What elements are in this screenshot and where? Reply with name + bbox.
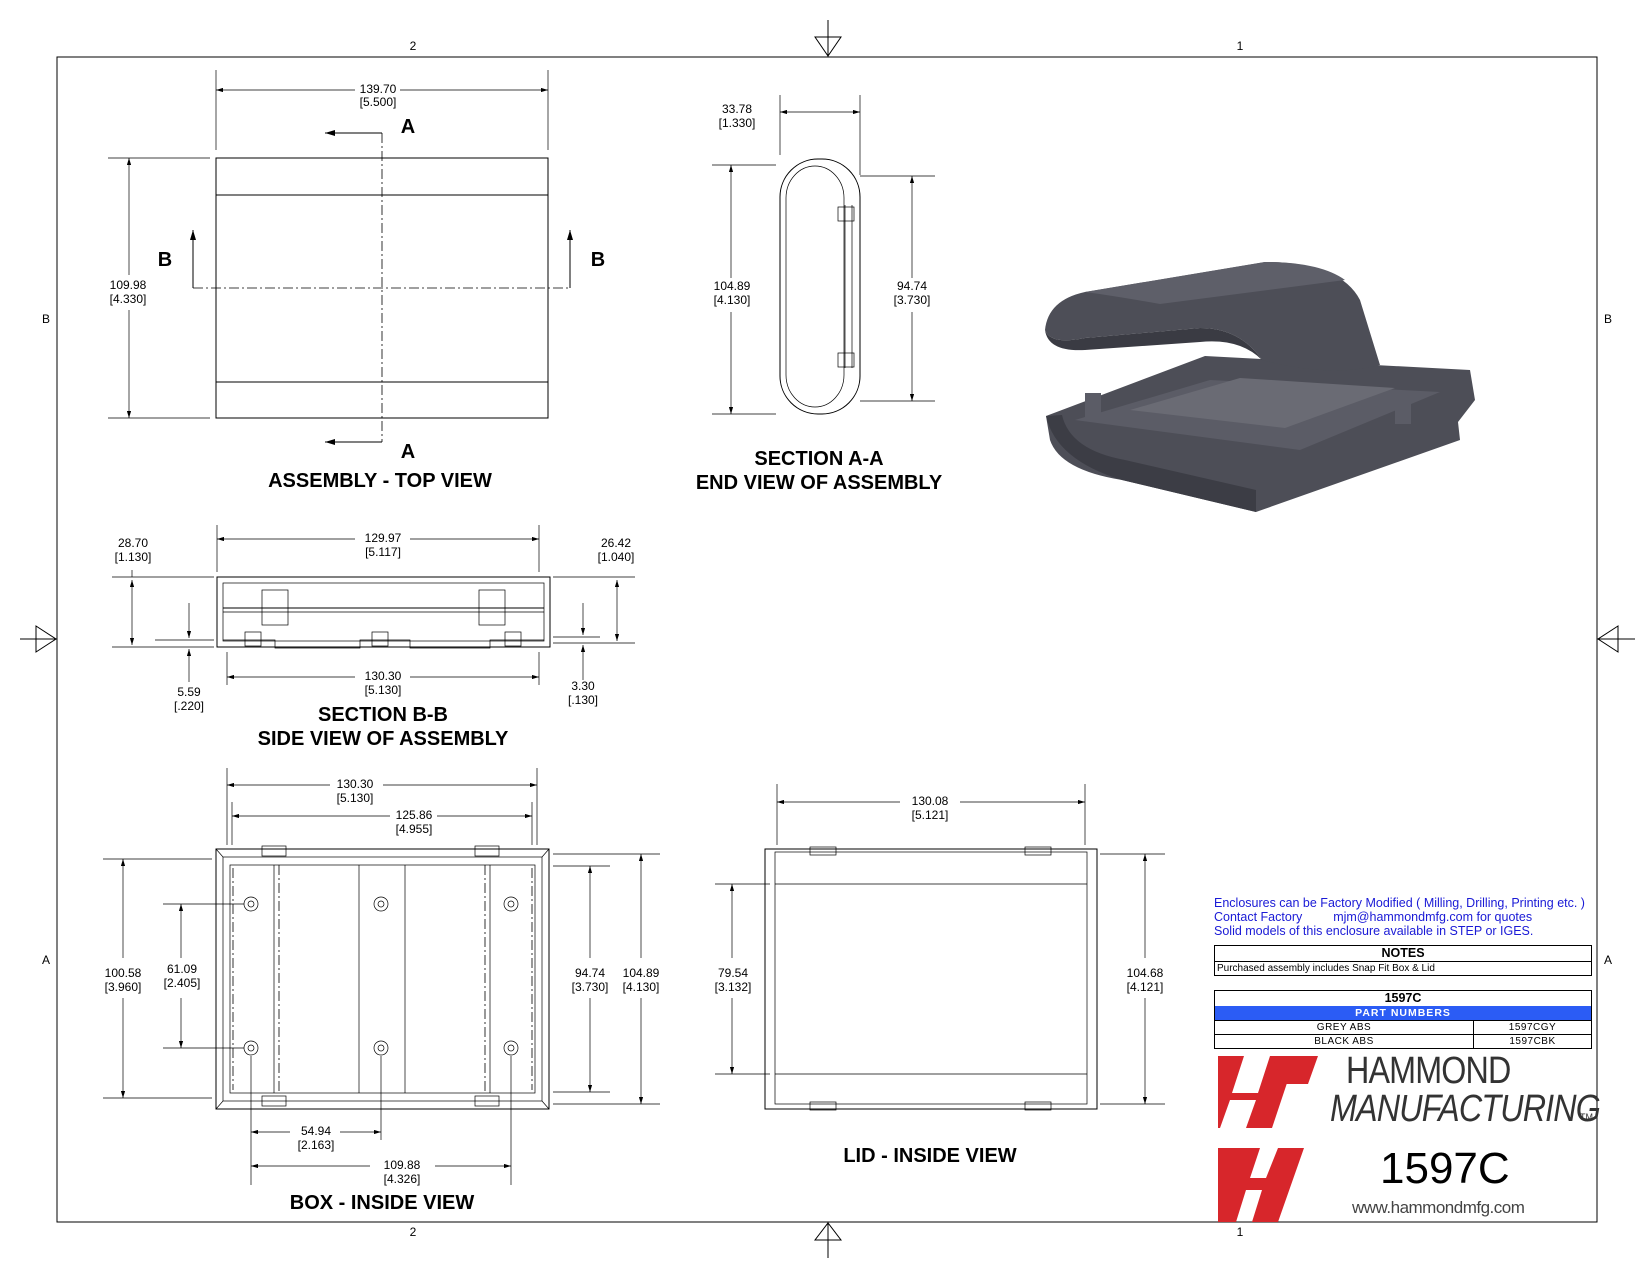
enclosure-3d-render [1045, 262, 1475, 512]
part-row-black: BLACK ABS 1597CBK [1215, 1034, 1591, 1048]
section-bb-title: SECTION B-B [318, 704, 448, 726]
lid-outer-h-in: [4.121] [1127, 980, 1164, 994]
zone-bottom-2: 2 [410, 1225, 417, 1239]
lid-width-in: [5.121] [912, 808, 949, 822]
zone-right-b: B [1604, 312, 1612, 326]
zone-left-a: A [42, 953, 50, 967]
contact-factory-label: Contact Factory [1214, 910, 1303, 924]
top-width-mm: 139.70 [360, 82, 397, 96]
zone-top-1: 1 [1237, 39, 1244, 53]
box-boss-h-in: [2.163] [298, 1138, 335, 1152]
part-number: 1597CBK [1509, 1036, 1556, 1047]
lid-width-mm: 130.08 [912, 794, 949, 808]
box-boss-v-in: [2.405] [164, 976, 201, 990]
box-outer-w-mm: 130.30 [337, 777, 374, 791]
note-line-1: Enclosures can be Factory Modified ( Mil… [1214, 896, 1585, 910]
part-numbers-header: PART NUMBERS [1215, 1006, 1591, 1020]
box-inner-h-mm: 94.74 [575, 966, 605, 980]
bb-bottom-mm: 130.30 [365, 669, 402, 683]
section-label-a-top: A [401, 116, 415, 138]
bb-top-mm: 129.97 [365, 531, 402, 545]
box-boss-h-mm: 54.94 [301, 1124, 331, 1138]
lid-inside-view [715, 784, 1165, 1111]
zone-top-2: 2 [410, 39, 417, 53]
section-label-b-left: B [158, 249, 172, 271]
top-height-in: [4.330] [110, 292, 147, 306]
zone-bottom-1: 1 [1237, 1225, 1244, 1239]
center-mark-bottom [813, 1222, 843, 1258]
box-full-h-in: [4.130] [623, 980, 660, 994]
bb-left-h-in: [1.130] [115, 550, 152, 564]
box-boss-span-mm: 109.88 [384, 1158, 421, 1172]
bb-lip-mm: 3.30 [571, 679, 595, 693]
hammond-logo [1218, 1056, 1318, 1222]
lid-inner-h-in: [3.132] [715, 980, 752, 994]
brand-name-line1: HAMMOND [1346, 1050, 1511, 1092]
box-boss-v-mm: 61.09 [167, 962, 197, 976]
model-header: 1597C [1384, 991, 1422, 1005]
lid-inner-h-mm: 79.54 [718, 966, 748, 980]
bb-right-h-in: [1.040] [598, 550, 635, 564]
box-outer-h-mm: 100.58 [105, 966, 142, 980]
box-view-title: BOX - INSIDE VIEW [290, 1192, 475, 1214]
bb-bottom-in: [5.130] [365, 683, 402, 697]
section-bb-subtitle: SIDE VIEW OF ASSEMBLY [258, 728, 509, 750]
section-aa-subtitle: END VIEW OF ASSEMBLY [696, 472, 943, 494]
box-full-h-mm: 104.89 [623, 966, 660, 980]
brand-name-line2: MANUFACTURING [1330, 1088, 1601, 1130]
box-inside-view [103, 768, 660, 1185]
bb-lip-in: [.130] [568, 693, 598, 707]
website-url[interactable]: www.hammondmfg.com [1352, 1198, 1525, 1217]
box-inner-w-in: [4.955] [396, 822, 433, 836]
center-mark-top [814, 20, 842, 57]
model-number: 1597C [1380, 1144, 1510, 1193]
center-mark-right [1597, 625, 1635, 653]
bb-right-h-mm: 26.42 [601, 536, 631, 550]
trademark-mark: TM [1580, 1112, 1593, 1122]
assembly-top-view [108, 70, 573, 445]
bb-base-in: [.220] [174, 699, 204, 713]
factory-notes: Enclosures can be Factory Modified ( Mil… [1214, 896, 1585, 938]
box-outer-h-in: [3.960] [105, 980, 142, 994]
top-height-mm: 109.98 [110, 278, 147, 292]
box-outer-w-in: [5.130] [337, 791, 374, 805]
bb-left-h-mm: 28.70 [118, 536, 148, 550]
center-mark-left [20, 625, 57, 653]
notes-table: NOTES Purchased assembly includes Snap F… [1214, 945, 1592, 976]
part-numbers-table: 1597C PART NUMBERS GREY ABS 1597CGY BLAC… [1214, 990, 1592, 1049]
bb-base-mm: 5.59 [177, 685, 201, 699]
part-material: GREY ABS [1215, 1021, 1474, 1034]
zone-left-b: B [42, 312, 50, 326]
part-material: BLACK ABS [1215, 1035, 1474, 1048]
section-label-a-bottom: A [401, 441, 415, 463]
part-row-grey: GREY ABS 1597CGY [1215, 1020, 1591, 1034]
aa-depth-mm: 33.78 [722, 102, 752, 116]
section-label-b-right: B [591, 249, 605, 271]
aa-inner-in: [3.730] [894, 293, 931, 307]
section-aa-title: SECTION A-A [754, 448, 883, 470]
notes-row: Purchased assembly includes Snap Fit Box… [1217, 963, 1435, 974]
aa-outer-mm: 104.89 [714, 279, 751, 293]
notes-header: NOTES [1215, 946, 1591, 962]
bb-top-in: [5.117] [365, 545, 401, 559]
section-bb-view [112, 525, 635, 685]
top-view-title: ASSEMBLY - TOP VIEW [268, 470, 492, 492]
zone-right-a: A [1604, 953, 1612, 967]
lid-outer-h-mm: 104.68 [1127, 966, 1164, 980]
part-number: 1597CGY [1508, 1022, 1557, 1033]
section-aa-view [712, 95, 935, 415]
box-inner-w-mm: 125.86 [396, 808, 433, 822]
lid-view-title: LID - INSIDE VIEW [843, 1145, 1016, 1167]
note-line-3: Solid models of this enclosure available… [1214, 924, 1534, 938]
aa-inner-mm: 94.74 [897, 279, 927, 293]
aa-outer-in: [4.130] [714, 293, 751, 307]
aa-depth-in: [1.330] [719, 116, 756, 130]
box-inner-h-in: [3.730] [572, 980, 609, 994]
box-boss-span-in: [4.326] [384, 1172, 421, 1186]
note-line-2: Contact Factory mjm@hammondmfg.com for q… [1214, 910, 1585, 924]
top-width-in: [5.500] [360, 95, 397, 109]
contact-email-link[interactable]: mjm@hammondmfg.com for quotes [1333, 910, 1533, 924]
